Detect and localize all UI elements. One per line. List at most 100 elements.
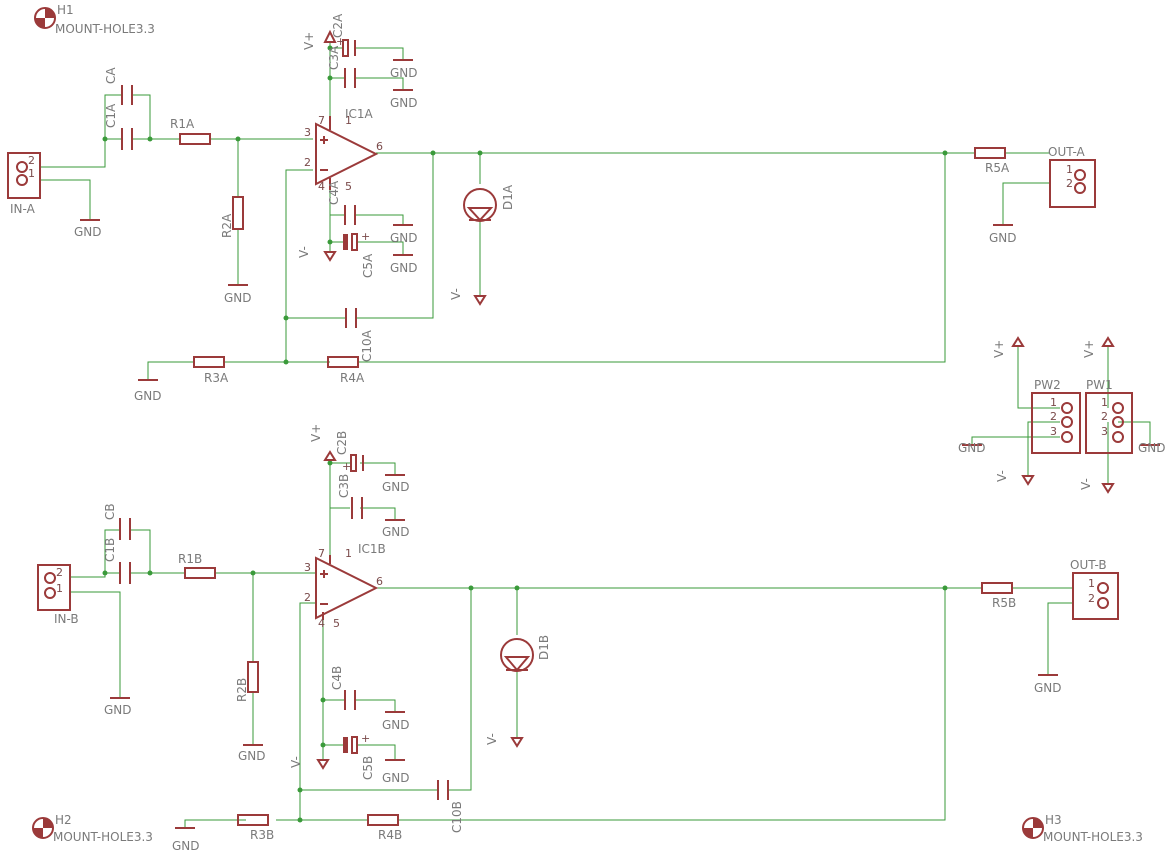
svg-text:2: 2 — [28, 154, 35, 167]
svg-text:1: 1 — [1088, 577, 1095, 590]
svg-text:C1B: C1B — [103, 538, 117, 562]
svg-text:1: 1 — [28, 167, 35, 180]
svg-text:C4B: C4B — [330, 666, 344, 690]
mount-hole-h2: H2 MOUNT-HOLE3.3 — [32, 813, 153, 844]
svg-text:IC1B: IC1B — [358, 542, 386, 556]
channel-b: 2 1 IN-B GND CB C1B R1B R2B GND — [37, 424, 1119, 853]
svg-text:GND: GND — [104, 703, 132, 717]
svg-text:+: + — [336, 35, 345, 48]
resistor-r5a: R5A — [974, 147, 1010, 175]
svg-text:D1B: D1B — [537, 635, 551, 660]
svg-text:H1: H1 — [57, 3, 74, 17]
gnd-symbol: GND — [224, 284, 252, 305]
svg-text:1: 1 — [1066, 163, 1073, 176]
capacitor-c1a: C1A — [104, 103, 133, 150]
gnd-symbol: GND — [390, 59, 418, 80]
gnd-symbol: GND — [172, 827, 200, 853]
svg-text:5: 5 — [333, 617, 340, 630]
capacitor-c3a: C3A — [327, 45, 356, 88]
mount-hole-h1: H1 MOUNT-HOLE3.3 — [34, 3, 155, 36]
svg-text:R5A: R5A — [985, 161, 1010, 175]
input-connector-in-a: 2 1 IN-A — [7, 152, 41, 216]
power-connector-pw2: 1 2 3 PW2 — [1031, 378, 1081, 454]
svg-text:GND: GND — [134, 389, 162, 403]
gnd-symbol: GND — [1138, 441, 1166, 455]
gnd-symbol: GND — [989, 224, 1017, 245]
gnd-symbol: GND — [74, 219, 102, 239]
svg-text:GND: GND — [74, 225, 102, 239]
svg-text:4: 4 — [318, 180, 325, 193]
svg-text:C5B: C5B — [361, 756, 375, 780]
svg-text:H2: H2 — [55, 813, 72, 827]
svg-text:V-: V- — [485, 733, 499, 745]
gnd-symbol: GND — [104, 697, 132, 717]
svg-text:1: 1 — [345, 547, 352, 560]
svg-text:R1B: R1B — [178, 552, 202, 566]
vminus-symbol: V- — [995, 470, 1035, 486]
svg-text:GND: GND — [382, 525, 410, 539]
svg-text:2: 2 — [304, 591, 311, 604]
svg-text:OUT-A: OUT-A — [1048, 145, 1086, 159]
svg-text:4: 4 — [318, 617, 325, 630]
svg-text:3: 3 — [1101, 425, 1108, 438]
svg-text:GND: GND — [989, 231, 1017, 245]
output-connector-out-b: 1 2 OUT-B — [1070, 558, 1119, 620]
resistor-r3b: R3B — [237, 814, 274, 842]
svg-text:C1A: C1A — [104, 103, 118, 128]
svg-text:CA: CA — [104, 67, 118, 84]
capacitor-ca: CA — [104, 67, 133, 105]
svg-text:OUT-B: OUT-B — [1070, 558, 1107, 572]
resistor-r4a: R4A — [327, 356, 365, 385]
gnd-symbol: GND — [390, 89, 418, 110]
svg-text:PW1: PW1 — [1086, 378, 1113, 392]
svg-text:V-: V- — [449, 288, 463, 300]
resistor-r1a: R1A — [170, 117, 211, 145]
svg-text:GND: GND — [382, 480, 410, 494]
capacitor-c1b: C1B — [103, 538, 131, 584]
svg-text:V+: V+ — [1082, 340, 1096, 358]
svg-text:D1A: D1A — [501, 184, 515, 210]
svg-text:R5B: R5B — [992, 596, 1016, 610]
vplus-symbol: V+ — [309, 424, 337, 461]
svg-text:1: 1 — [56, 582, 63, 595]
svg-text:R3A: R3A — [204, 371, 229, 385]
svg-text:V+: V+ — [992, 340, 1006, 358]
svg-text:GND: GND — [958, 441, 986, 455]
svg-text:GND: GND — [390, 96, 418, 110]
svg-text:2: 2 — [1066, 177, 1073, 190]
svg-text:2: 2 — [304, 156, 311, 169]
svg-text:MOUNT-HOLE3.3: MOUNT-HOLE3.3 — [55, 22, 155, 36]
vminus-symbol: V- — [297, 242, 337, 262]
svg-text:V-: V- — [995, 470, 1009, 482]
capacitor-c3b: C3B — [337, 474, 363, 519]
capacitor-c10b: C10B — [437, 780, 464, 833]
capacitor-c2a: + C2A — [331, 13, 356, 57]
svg-text:V+: V+ — [309, 424, 323, 442]
capacitor-c2b: + C2B — [335, 431, 364, 473]
svg-text:CB: CB — [103, 503, 117, 520]
svg-text:GND: GND — [172, 839, 200, 853]
vminus-symbol: V- — [289, 756, 330, 770]
svg-text:2: 2 — [56, 566, 63, 579]
capacitor-c10a: C10A — [345, 308, 374, 362]
gnd-symbol: GND — [238, 744, 266, 763]
svg-text:R3B: R3B — [250, 828, 274, 842]
svg-text:7: 7 — [318, 547, 325, 560]
capacitor-c5a: + C5A — [343, 230, 375, 278]
svg-text:GND: GND — [238, 749, 266, 763]
svg-text:2: 2 — [1050, 410, 1057, 423]
svg-text:GND: GND — [1138, 441, 1166, 455]
capacitor-c4b: C4B — [330, 666, 356, 710]
resistor-r1b: R1B — [178, 552, 216, 579]
svg-text:2: 2 — [1101, 410, 1108, 423]
vminus-symbol: V- — [1079, 478, 1115, 494]
gnd-symbol: GND — [958, 441, 986, 455]
resistor-r5b: R5B — [981, 582, 1016, 610]
svg-text:GND: GND — [382, 718, 410, 732]
svg-text:3: 3 — [1050, 425, 1057, 438]
svg-text:C10B: C10B — [450, 801, 464, 833]
svg-text:6: 6 — [376, 140, 383, 153]
svg-text:C5A: C5A — [361, 253, 375, 278]
svg-text:IN-A: IN-A — [10, 202, 36, 216]
